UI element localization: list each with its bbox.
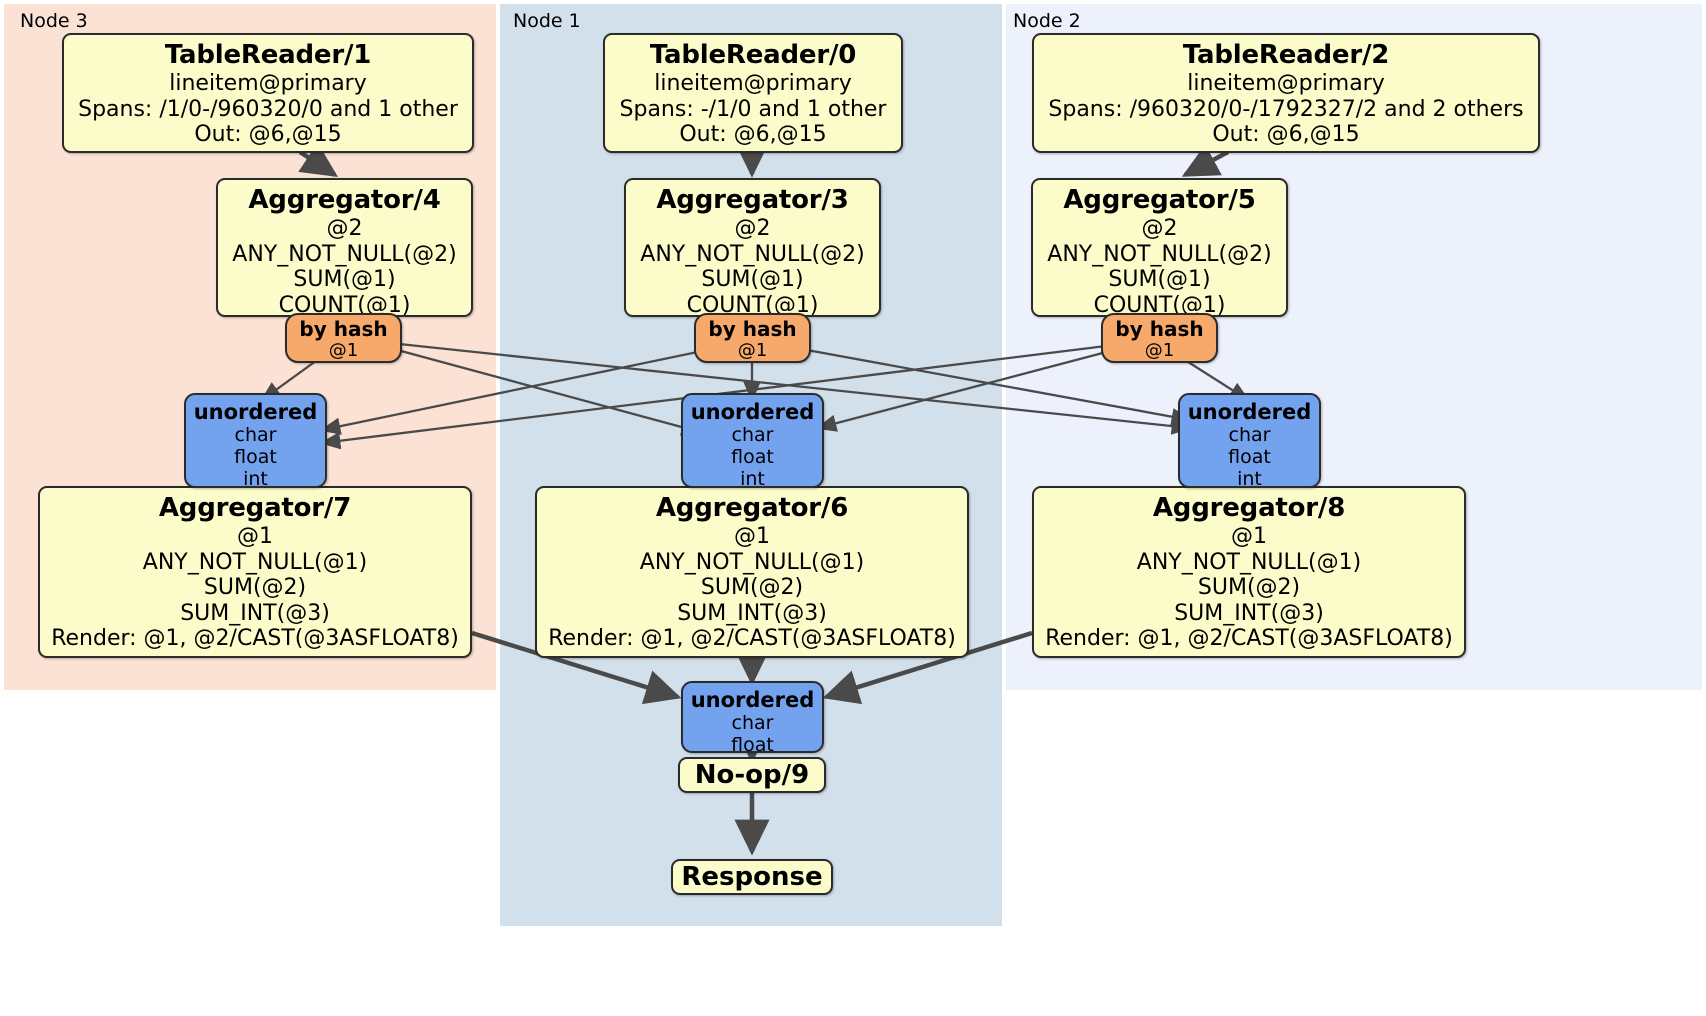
aggregator-5-line-2: ANY_NOT_NULL(@2) (1047, 241, 1272, 267)
aggregator-7-line-3: SUM(@2) (203, 575, 307, 601)
aggregator-8-line-5: Render: @1, @2/CAST(@3ASFLOAT8) (1045, 626, 1453, 652)
unordered-left-title: unordered (193, 400, 318, 424)
by-hash-right-router[interactable]: by hash @1 (1101, 313, 1218, 363)
aggregator-8-line-4: SUM_INT(@3) (1174, 600, 1324, 626)
aggregator-5-node[interactable]: Aggregator/5 @2 ANY_NOT_NULL(@2) SUM(@1)… (1031, 178, 1288, 318)
unordered-right-line-2: float (1228, 446, 1271, 469)
aggregator-7-line-5: Render: @1, @2/CAST(@3ASFLOAT8) (51, 626, 459, 652)
by-hash-center-router[interactable]: by hash @1 (694, 313, 811, 363)
aggregator-8-line-1: @1 (1231, 524, 1267, 550)
aggregator-7-line-4: SUM_INT(@3) (180, 600, 330, 626)
aggregator-3-line-3: SUM(@1) (701, 267, 804, 293)
unordered-right-line-1: char (1228, 424, 1271, 447)
unordered-center-sync[interactable]: unordered char float int (681, 393, 824, 491)
no-op-9-title: No-op/9 (694, 759, 810, 790)
aggregator-4-line-1: @2 (326, 216, 363, 242)
aggregator-6-line-3: SUM(@2) (700, 575, 804, 601)
aggregator-4-line-3: SUM(@1) (293, 267, 396, 293)
unordered-left-sync[interactable]: unordered char float int (184, 393, 327, 491)
aggregator-4-title: Aggregator/4 (248, 185, 441, 215)
unordered-final-title: unordered (690, 688, 815, 712)
tablereader-1-node[interactable]: TableReader/1 lineitem@primary Spans: /1… (62, 33, 474, 153)
tablereader-2-node[interactable]: TableReader/2 lineitem@primary Spans: /9… (1032, 33, 1540, 153)
tablereader-1-title: TableReader/1 (164, 40, 372, 70)
tablereader-1-line-3: Out: @6,@15 (194, 122, 342, 148)
aggregator-5-line-1: @2 (1141, 216, 1178, 242)
aggregator-7-line-1: @1 (237, 524, 273, 550)
unordered-left-line-2: float (234, 446, 277, 469)
unordered-right-line-3: int (1237, 468, 1262, 491)
aggregator-3-line-2: ANY_NOT_NULL(@2) (640, 241, 865, 267)
aggregator-6-line-1: @1 (734, 524, 770, 550)
tablereader-2-line-1: lineitem@primary (1187, 71, 1385, 97)
by-hash-left-router[interactable]: by hash @1 (285, 313, 402, 363)
aggregator-6-title: Aggregator/6 (655, 493, 849, 523)
by-hash-center-line-1: @1 (737, 340, 768, 362)
aggregator-6-line-5: Render: @1, @2/CAST(@3ASFLOAT8) (548, 626, 956, 652)
by-hash-left-title: by hash (299, 317, 388, 341)
aggregator-6-line-2: ANY_NOT_NULL(@1) (639, 549, 865, 575)
aggregator-5-line-3: SUM(@1) (1108, 267, 1211, 293)
unordered-final-line-1: char (731, 712, 774, 735)
tablereader-1-line-2: Spans: /1/0-/960320/0 and 1 other (78, 96, 458, 122)
tablereader-0-line-2: Spans: -/1/0 and 1 other (619, 96, 887, 122)
by-hash-center-title: by hash (708, 317, 797, 341)
tablereader-0-node[interactable]: TableReader/0 lineitem@primary Spans: -/… (603, 33, 903, 153)
tablereader-1-line-1: lineitem@primary (169, 71, 367, 97)
region-label-node-3: Node 3 (20, 10, 88, 32)
tablereader-0-title: TableReader/0 (649, 40, 857, 70)
unordered-center-line-3: int (740, 468, 765, 491)
unordered-final-line-2: float (731, 734, 774, 757)
response-title: Response (681, 861, 823, 892)
aggregator-8-node[interactable]: Aggregator/8 @1 ANY_NOT_NULL(@1) SUM(@2)… (1032, 486, 1466, 658)
aggregator-6-node[interactable]: Aggregator/6 @1 ANY_NOT_NULL(@1) SUM(@2)… (535, 486, 969, 658)
unordered-center-line-1: char (731, 424, 774, 447)
unordered-right-sync[interactable]: unordered char float int (1178, 393, 1321, 491)
by-hash-right-title: by hash (1115, 317, 1204, 341)
aggregator-7-title: Aggregator/7 (158, 493, 352, 523)
aggregator-8-line-3: SUM(@2) (1197, 575, 1301, 601)
aggregator-7-line-2: ANY_NOT_NULL(@1) (142, 549, 368, 575)
aggregator-3-line-1: @2 (734, 216, 771, 242)
tablereader-2-line-2: Spans: /960320/0-/1792327/2 and 2 others (1048, 96, 1524, 122)
unordered-center-title: unordered (690, 400, 815, 424)
unordered-left-line-1: char (234, 424, 277, 447)
aggregator-4-line-2: ANY_NOT_NULL(@2) (232, 241, 457, 267)
aggregator-7-node[interactable]: Aggregator/7 @1 ANY_NOT_NULL(@1) SUM(@2)… (38, 486, 472, 658)
region-label-node-2: Node 2 (1013, 10, 1081, 32)
tablereader-2-title: TableReader/2 (1182, 40, 1390, 70)
response-node[interactable]: Response (671, 859, 833, 895)
unordered-final-sync[interactable]: unordered char float (681, 681, 824, 757)
unordered-center-line-2: float (731, 446, 774, 469)
aggregator-5-title: Aggregator/5 (1063, 185, 1256, 215)
aggregator-6-line-4: SUM_INT(@3) (677, 600, 827, 626)
unordered-right-title: unordered (1187, 400, 1312, 424)
aggregator-8-title: Aggregator/8 (1152, 493, 1346, 523)
aggregator-8-line-2: ANY_NOT_NULL(@1) (1136, 549, 1362, 575)
by-hash-right-line-1: @1 (1144, 340, 1175, 362)
aggregator-3-title: Aggregator/3 (656, 185, 849, 215)
aggregator-4-node[interactable]: Aggregator/4 @2 ANY_NOT_NULL(@2) SUM(@1)… (216, 178, 473, 318)
no-op-9-node[interactable]: No-op/9 (678, 757, 826, 793)
tablereader-2-line-3: Out: @6,@15 (1212, 122, 1360, 148)
region-label-node-1: Node 1 (513, 10, 581, 32)
tablereader-0-line-3: Out: @6,@15 (679, 122, 827, 148)
unordered-left-line-3: int (243, 468, 268, 491)
aggregator-3-node[interactable]: Aggregator/3 @2 ANY_NOT_NULL(@2) SUM(@1)… (624, 178, 881, 318)
tablereader-0-line-1: lineitem@primary (654, 71, 852, 97)
by-hash-left-line-1: @1 (328, 340, 359, 362)
